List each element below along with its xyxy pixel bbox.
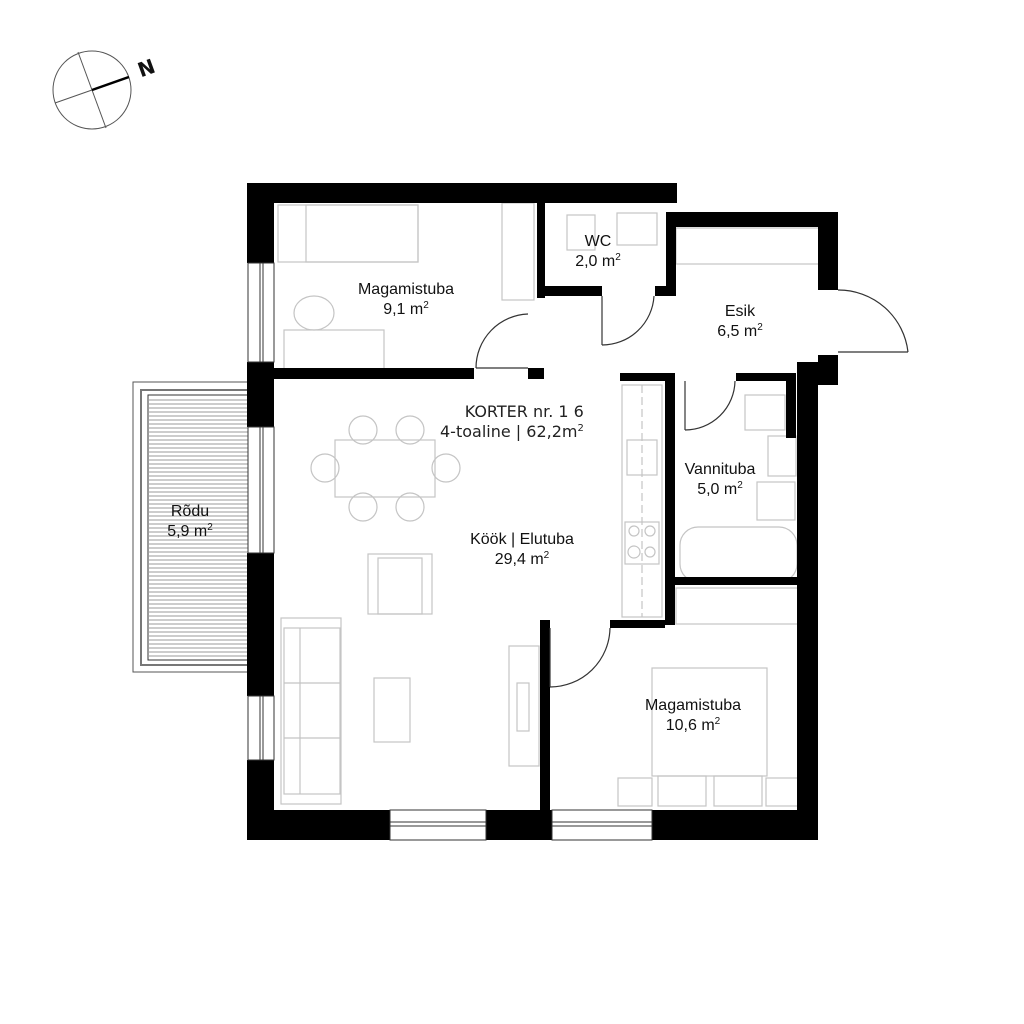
walls [247, 183, 838, 840]
balcony [132, 381, 249, 673]
windows [247, 262, 653, 841]
doors[interactable] [475, 289, 909, 688]
apartment-subtitle: 4-toaline | 62,2m2 [440, 422, 584, 441]
apartment-title: KORTER nr. 1 6 [464, 402, 584, 421]
compass-icon [52, 50, 132, 130]
apartment-label: KORTER nr. 1 6 4-toaline | 62,2m2 [440, 402, 584, 442]
